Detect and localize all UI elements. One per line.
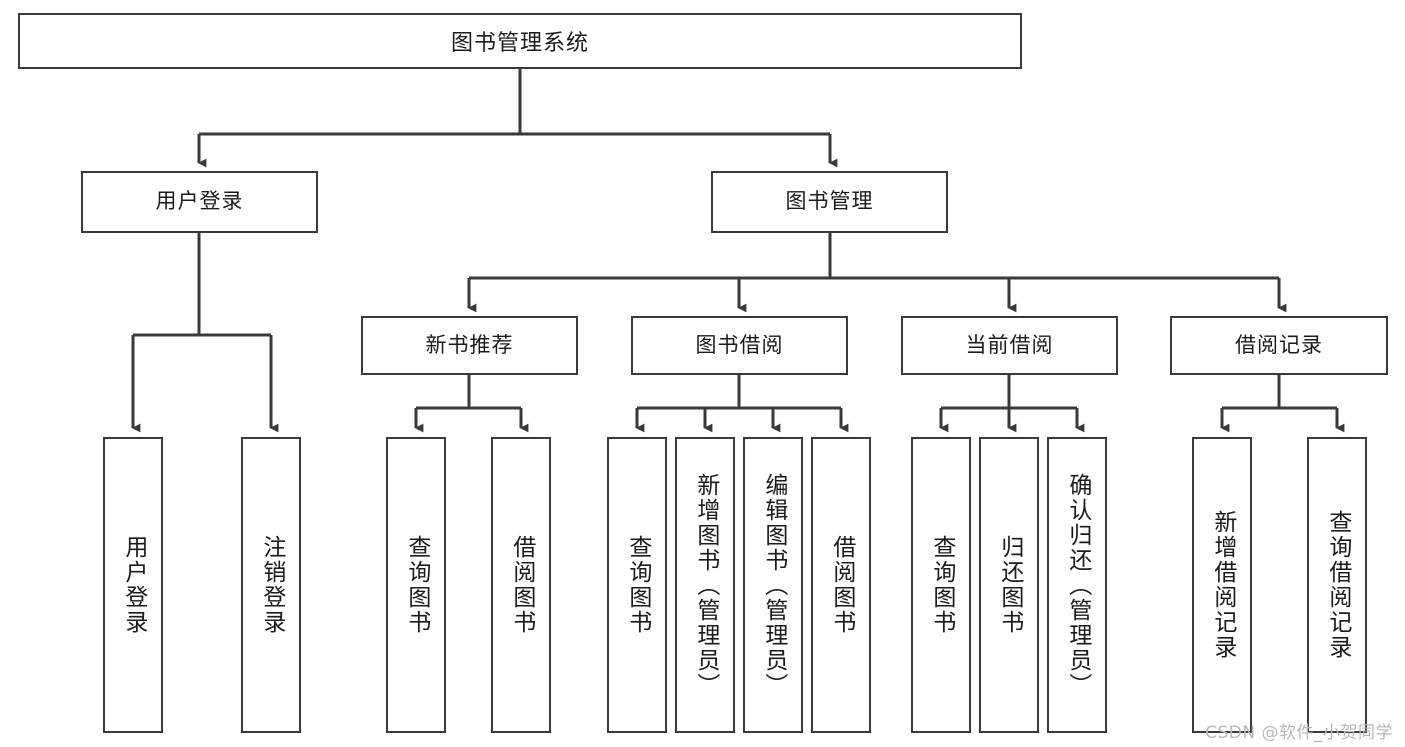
- leaf-return-book[interactable]: 归还图书: [979, 437, 1039, 733]
- node-label: 图书借阅: [695, 332, 784, 357]
- node-label: 借阅图书: [508, 535, 535, 635]
- leaf-query-book-2[interactable]: 查询图书: [607, 437, 667, 733]
- csdn-watermark: CSDN @软件_小贺同学: [1205, 723, 1393, 743]
- leaf-add-record[interactable]: 新增借阅记录: [1192, 437, 1252, 733]
- leaf-edit-book[interactable]: 编辑图书（管理员）: [743, 437, 803, 733]
- leaf-confirm-return[interactable]: 确认归还（管理员）: [1047, 437, 1107, 733]
- node-label: 借阅图书: [828, 535, 855, 635]
- node-label: 查询图书: [624, 535, 651, 635]
- node-label: 查询图书: [403, 535, 430, 635]
- node-label: 新增借阅记录: [1209, 510, 1236, 660]
- node-label: 确认归还（管理员）: [1064, 472, 1091, 698]
- leaf-user-login[interactable]: 用户登录: [103, 437, 163, 733]
- node-label: 新书推荐: [425, 332, 514, 357]
- node-root-system[interactable]: 图书管理系统: [18, 13, 1022, 69]
- leaf-query-book-3[interactable]: 查询图书: [911, 437, 971, 733]
- node-label: 归还图书: [996, 535, 1023, 635]
- node-label: 查询图书: [928, 535, 955, 635]
- node-label: 编辑图书（管理员）: [760, 472, 787, 698]
- leaf-add-book[interactable]: 新增图书（管理员）: [675, 437, 735, 733]
- node-current-borrow[interactable]: 当前借阅: [901, 316, 1118, 375]
- node-borrow-record[interactable]: 借阅记录: [1170, 316, 1388, 375]
- node-book-manage[interactable]: 图书管理: [711, 171, 948, 233]
- node-label: 注销登录: [258, 535, 285, 635]
- node-label: 用户登录: [120, 535, 147, 635]
- node-label: 当前借阅: [965, 332, 1054, 357]
- node-label: 借阅记录: [1235, 332, 1323, 357]
- node-label: 图书管理系统: [450, 31, 589, 56]
- leaf-query-record[interactable]: 查询借阅记录: [1307, 437, 1367, 733]
- node-label: 查询借阅记录: [1324, 510, 1351, 660]
- leaf-borrow-book-2[interactable]: 借阅图书: [811, 437, 871, 733]
- leaf-borrow-book-1[interactable]: 借阅图书: [491, 437, 551, 733]
- node-book-borrow[interactable]: 图书借阅: [631, 316, 848, 375]
- node-new-book-rec[interactable]: 新书推荐: [361, 316, 578, 375]
- leaf-query-book-1[interactable]: 查询图书: [386, 437, 446, 733]
- leaf-user-logout[interactable]: 注销登录: [241, 437, 301, 733]
- node-label: 新增图书（管理员）: [692, 472, 719, 698]
- node-user-login[interactable]: 用户登录: [81, 171, 318, 233]
- node-label: 图书管理: [785, 189, 874, 214]
- node-label: 用户登录: [155, 189, 244, 214]
